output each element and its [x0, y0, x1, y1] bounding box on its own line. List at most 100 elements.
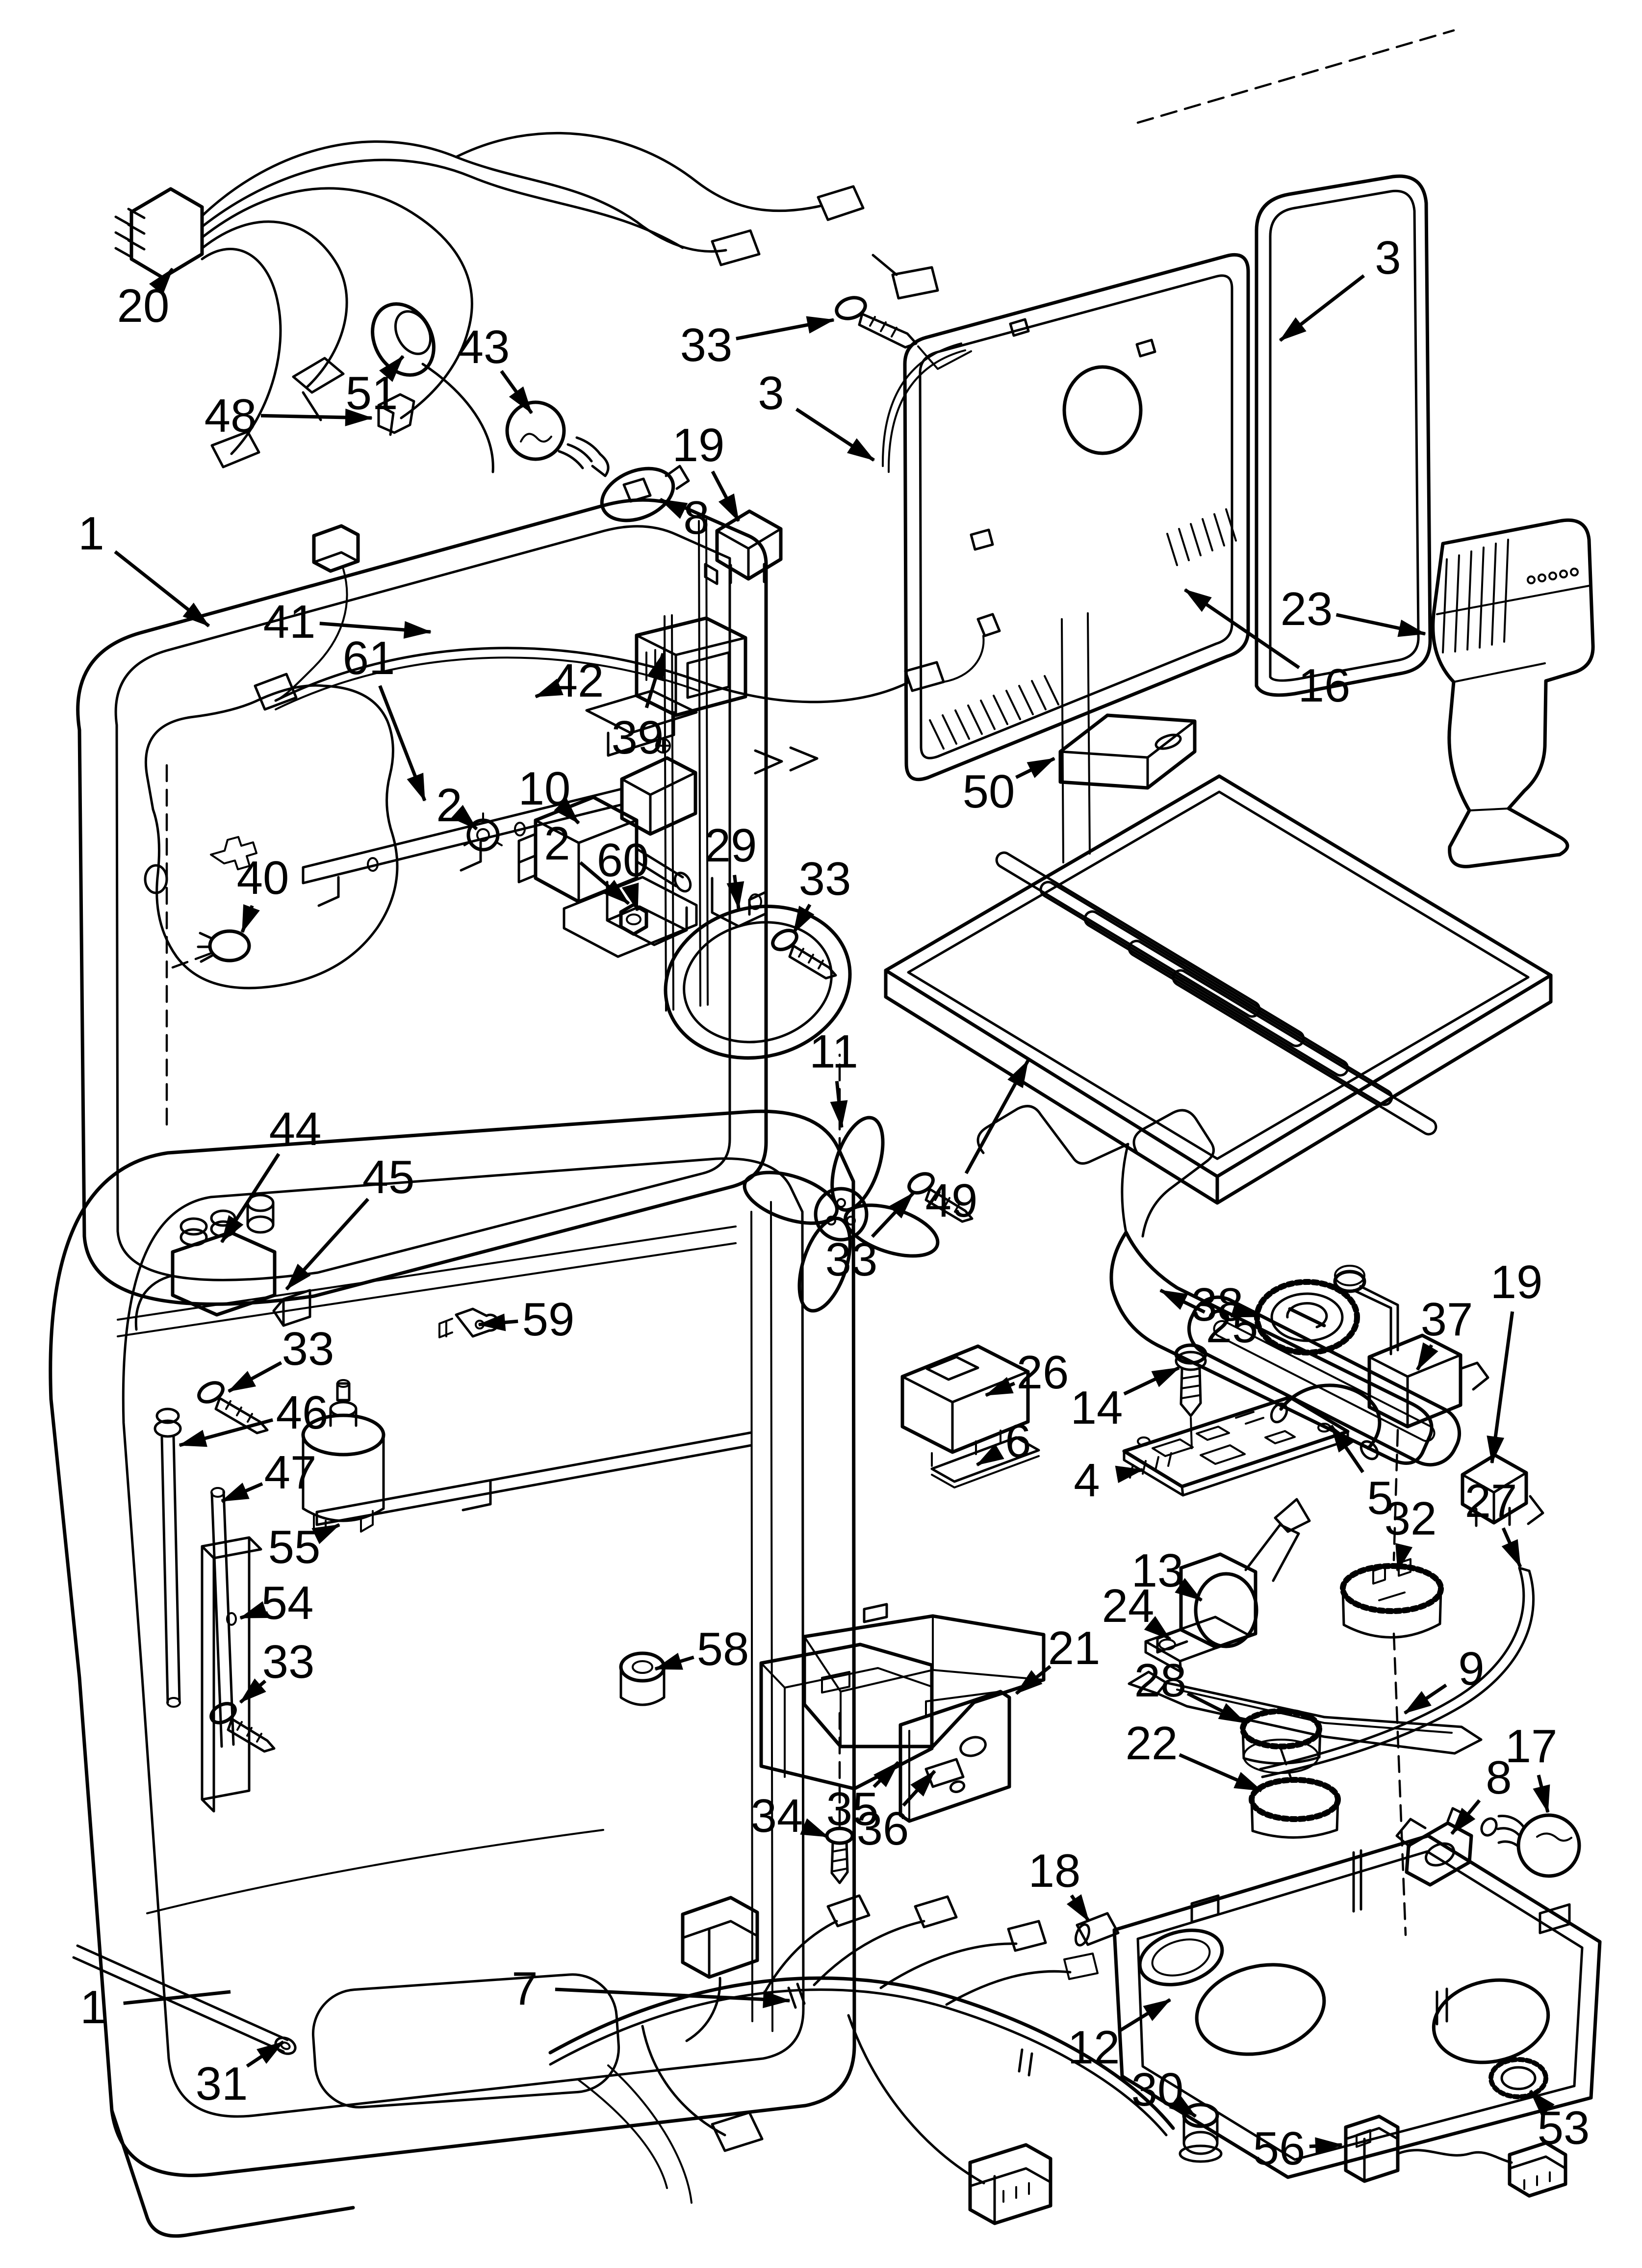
part-number-26: 26	[1017, 1346, 1069, 1399]
fork-bracket-25	[976, 1105, 1462, 1467]
callout-3-8: 3	[1279, 232, 1401, 342]
part-number-43: 43	[458, 321, 510, 373]
callout-33-4: 33	[680, 316, 835, 371]
callout-48-1: 48	[205, 390, 373, 442]
lamp-socket-8-top	[600, 465, 690, 522]
bottom-pan-12	[1112, 1834, 1602, 2179]
back-panel-3	[881, 174, 1432, 782]
tube-46	[154, 1408, 182, 1708]
thermostat-10	[517, 795, 698, 958]
callout-38-42: 38	[1191, 1278, 1259, 1331]
bulb-43	[505, 400, 610, 477]
leader-line-50	[1015, 756, 1055, 779]
leader-line-44	[220, 1153, 281, 1243]
leader-line-28	[1186, 1692, 1247, 1725]
callout-45-29: 45	[285, 1151, 414, 1291]
callout-41-13: 41	[263, 596, 432, 648]
chevrons	[754, 746, 819, 775]
drip-tray-49	[884, 774, 1553, 1205]
callout-22-52: 22	[1126, 1717, 1262, 1793]
part-number-16: 16	[1298, 659, 1351, 712]
leader-line-41	[319, 621, 432, 639]
leader-line-21	[1015, 1665, 1052, 1695]
leader-line-38	[1231, 1300, 1259, 1319]
leader-line-55	[311, 1523, 340, 1544]
callout-7-66: 7	[512, 1962, 791, 2015]
callout-33-23: 33	[792, 853, 851, 934]
part-number-2: 2	[436, 779, 462, 832]
part-number-37: 37	[1421, 1293, 1473, 1346]
leader-line-25	[1159, 1288, 1206, 1314]
leader-line-26	[985, 1377, 1016, 1397]
leader-line-7	[555, 1987, 791, 2008]
callout-50-11: 50	[963, 756, 1055, 818]
callout-33-26: 33	[825, 1192, 915, 1286]
part-number-1: 1	[80, 1981, 106, 2033]
leader-line-49	[964, 1060, 1030, 1174]
bracket-50	[1058, 713, 1197, 790]
callout-58-37: 58	[654, 1623, 749, 1675]
switch-56	[1344, 2114, 1567, 2198]
leader-line-32	[1395, 1543, 1413, 1572]
callout-54-35: 54	[239, 1577, 313, 1629]
callout-36-57: 36	[857, 1770, 936, 1855]
callout-34-58: 34	[751, 1790, 829, 1842]
leader-line-13	[1175, 1578, 1203, 1602]
callout-3-5: 3	[758, 367, 875, 462]
timer-gear-38	[1254, 1279, 1360, 1356]
screw-33-bottomleft	[209, 1702, 276, 1753]
float-switch-37	[1333, 1265, 1489, 1429]
grommet-40	[171, 929, 251, 969]
part-number-38: 38	[1191, 1278, 1244, 1331]
callout-44-28: 44	[220, 1103, 322, 1243]
part-number-48: 48	[205, 390, 257, 442]
leader-line-39	[644, 652, 665, 708]
callout-14-39: 14	[1071, 1366, 1180, 1434]
leader-line-40	[240, 904, 260, 933]
callout-29-22: 29	[705, 819, 757, 910]
callout-60-21: 60	[597, 834, 649, 912]
part-number-33: 33	[680, 319, 733, 371]
leader-line-60	[621, 883, 640, 912]
part-number-7: 7	[512, 1962, 538, 2015]
callout-4-41: 4	[1074, 1454, 1144, 1507]
part-number-17: 17	[1505, 1720, 1558, 1773]
part-number-51: 51	[346, 367, 398, 419]
leader-line-33	[792, 904, 815, 934]
part-number-56: 56	[1253, 2122, 1306, 2175]
callout-19-6: 19	[672, 419, 741, 522]
callout-1-12: 1	[78, 507, 210, 627]
leader-line-29	[726, 875, 744, 910]
part-number-4: 4	[1074, 1454, 1100, 1507]
part-number-33: 33	[825, 1233, 878, 1286]
leader-line-19	[1487, 1311, 1514, 1464]
screw-33-fan	[907, 1172, 974, 1223]
part-number-50: 50	[963, 765, 1015, 818]
leader-line-16	[1184, 588, 1300, 669]
callout-39-16: 39	[612, 652, 665, 764]
part-number-47: 47	[264, 1446, 317, 1499]
callout-8-55: 8	[1450, 1751, 1512, 1835]
leader-line-31	[246, 2040, 284, 2068]
lamp-18	[1074, 1912, 1120, 1947]
guide-rods	[664, 519, 1091, 1012]
leader-line-45	[285, 1198, 370, 1291]
callout-47-33: 47	[221, 1446, 317, 1503]
callout-40-17: 40	[237, 852, 289, 933]
callout-21-50: 21	[1015, 1622, 1100, 1695]
callout-2-20: 2	[544, 817, 630, 905]
circuit-board-4	[1122, 1395, 1350, 1497]
leader-line-4	[1115, 1465, 1144, 1484]
callout-9-53: 9	[1404, 1642, 1485, 1715]
callout-5-45: 5	[1330, 1425, 1393, 1524]
callout-12-60: 12	[1068, 1998, 1171, 2074]
break-line	[1136, 29, 1455, 124]
part-number-44: 44	[269, 1103, 322, 1155]
part-number-9: 9	[1458, 1642, 1484, 1695]
part-number-10: 10	[518, 762, 571, 815]
part-number-34: 34	[751, 1790, 803, 1842]
cam-gear-22	[1249, 1748, 1341, 1839]
part-number-13: 13	[1131, 1544, 1184, 1597]
part-number-11: 11	[809, 1025, 858, 1078]
